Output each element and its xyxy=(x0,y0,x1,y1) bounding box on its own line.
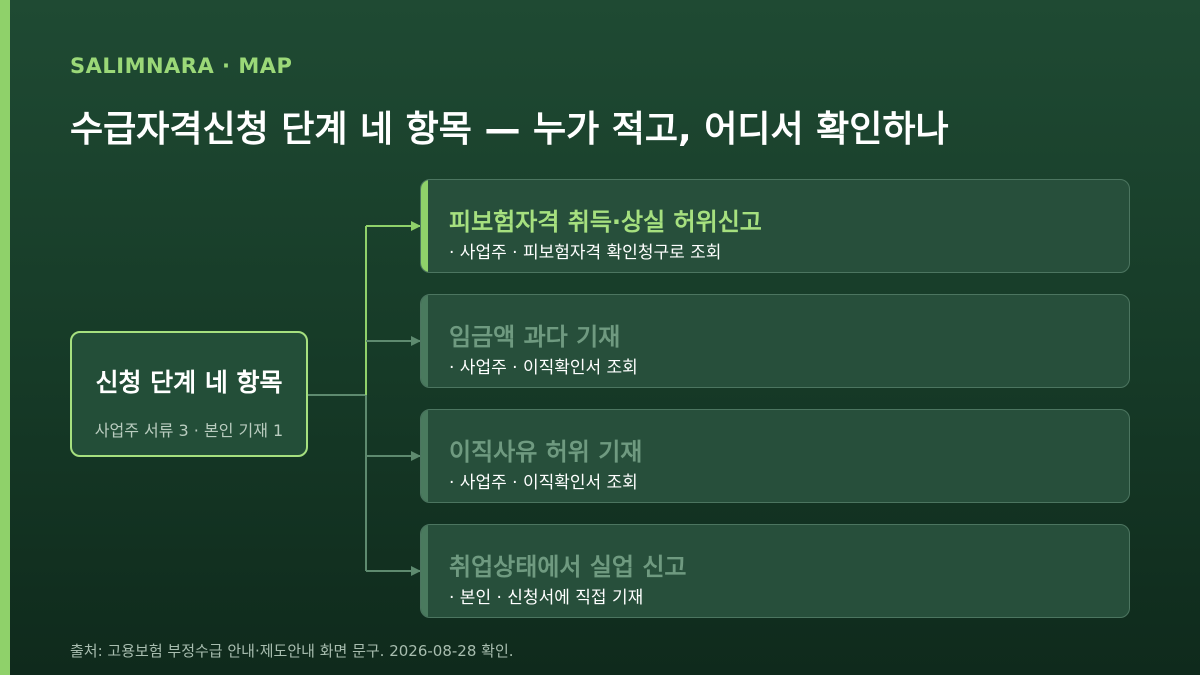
root-node-subtitle: 사업주 서류 3 · 본인 기재 1 xyxy=(94,421,284,440)
item-detail: · 본인 · 신청서에 직접 기재 xyxy=(449,588,644,608)
item-detail: · 사업주 · 이직확인서 조회 xyxy=(449,473,638,493)
source-note: 출처: 고용보험 부정수급 안내·제도안내 화면 문구. 2026-08-28 … xyxy=(70,642,514,660)
item-title: 취업상태에서 실업 신고 xyxy=(449,553,687,581)
item-stripe xyxy=(421,295,428,387)
item-node-3: 이직사유 허위 기재 · 사업주 · 이직확인서 조회 xyxy=(420,409,1130,503)
left-accent-bar xyxy=(0,0,10,675)
item-node-1: 피보험자격 취득·상실 허위신고 · 사업주 · 피보험자격 확인청구로 조회 xyxy=(420,179,1130,273)
item-title: 이직사유 허위 기재 xyxy=(449,438,643,466)
item-stripe xyxy=(421,410,428,502)
brand-label: SALIMNARA · MAP xyxy=(70,54,293,78)
root-node: 신청 단계 네 항목 사업주 서류 3 · 본인 기재 1 xyxy=(70,331,308,457)
page-title: 수급자격신청 단계 네 항목 — 누가 적고, 어디서 확인하나 xyxy=(70,109,949,150)
item-stripe xyxy=(421,180,428,272)
item-detail: · 사업주 · 피보험자격 확인청구로 조회 xyxy=(449,243,722,263)
item-title: 임금액 과다 기재 xyxy=(449,323,621,351)
item-title: 피보험자격 취득·상실 허위신고 xyxy=(449,208,762,236)
item-stripe xyxy=(421,525,428,617)
item-node-4: 취업상태에서 실업 신고 · 본인 · 신청서에 직접 기재 xyxy=(420,524,1130,618)
root-node-title: 신청 단계 네 항목 xyxy=(95,368,283,397)
item-detail: · 사업주 · 이직확인서 조회 xyxy=(449,358,638,378)
item-node-2: 임금액 과다 기재 · 사업주 · 이직확인서 조회 xyxy=(420,294,1130,388)
